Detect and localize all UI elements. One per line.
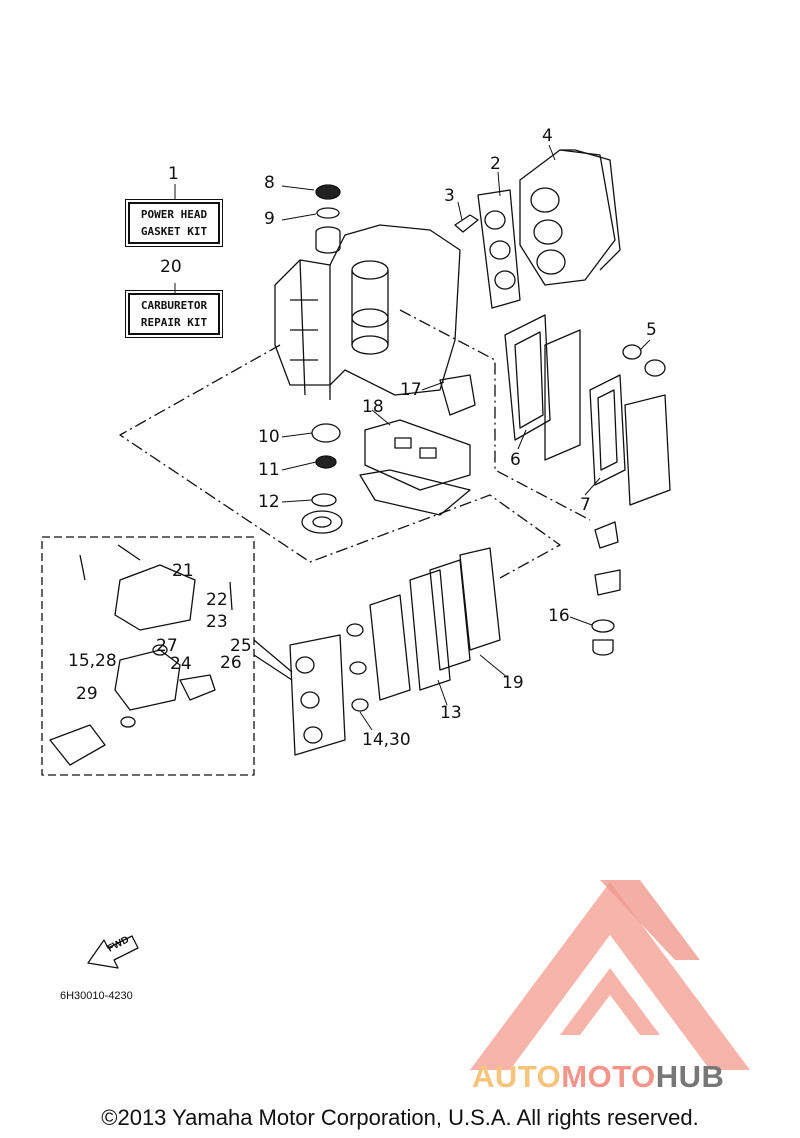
oil-seal-11 bbox=[315, 455, 337, 469]
guide-lines bbox=[119, 309, 591, 579]
callout-leaders bbox=[174, 144, 651, 731]
kit-number-power-head: 1 bbox=[168, 164, 179, 184]
callout-7: 7 bbox=[580, 495, 591, 515]
callout-29: 29 bbox=[76, 684, 98, 704]
intake-manifold bbox=[289, 634, 346, 756]
automotohub-logo-icon bbox=[470, 880, 750, 1070]
bottom-seal-inner bbox=[312, 516, 332, 528]
power-head-gasket-kit-label: POWER HEAD GASKET KIT bbox=[125, 199, 223, 247]
callout-25: 25 bbox=[230, 636, 252, 656]
callout-13: 13 bbox=[440, 703, 462, 723]
callout-12: 12 bbox=[258, 492, 280, 512]
callout-23: 23 bbox=[206, 612, 228, 632]
cover-17 bbox=[439, 374, 476, 416]
carburetor-line1: CARBURETOR bbox=[140, 299, 208, 312]
power-head-line2: GASKET KIT bbox=[140, 225, 208, 238]
cylinder-block bbox=[274, 224, 461, 400]
callout-22: 22 bbox=[206, 590, 228, 610]
carb-leader-2 bbox=[253, 654, 293, 681]
thermostat-5 bbox=[622, 344, 666, 377]
callout-3: 3 bbox=[444, 186, 455, 206]
fwd-arrow-icon bbox=[87, 935, 139, 969]
bearing-10 bbox=[311, 423, 341, 443]
carburetor-line2: REPAIR KIT bbox=[140, 316, 208, 329]
callout-8: 8 bbox=[264, 173, 275, 193]
diagram-part-code: 6H30010-4230 bbox=[60, 990, 133, 1002]
callout-27: 27 bbox=[156, 636, 178, 656]
callout-4: 4 bbox=[542, 126, 553, 146]
brand-part-2: MOTO bbox=[561, 1059, 656, 1094]
cylinder-head-4 bbox=[519, 149, 621, 286]
callout-24: 24 bbox=[170, 654, 192, 674]
callout-19: 19 bbox=[502, 673, 524, 693]
gasket-18 bbox=[359, 419, 471, 516]
carburetor-body bbox=[49, 544, 233, 766]
callout-11: 11 bbox=[258, 460, 280, 480]
callout-9: 9 bbox=[264, 209, 275, 229]
gasket-7 bbox=[589, 374, 671, 506]
o-ring-9 bbox=[316, 207, 340, 219]
head-gasket-2 bbox=[477, 189, 521, 309]
callout-14-30: 14,30 bbox=[362, 730, 411, 750]
carburetor-repair-kit-label: CARBURETOR REPAIR KIT bbox=[125, 290, 223, 338]
bottom-seal bbox=[301, 510, 343, 534]
carburetor-boundary bbox=[41, 536, 255, 776]
bolt-3 bbox=[454, 214, 479, 233]
o-ring-12 bbox=[311, 493, 337, 507]
callout-17: 17 bbox=[400, 380, 422, 400]
gasket-14 bbox=[346, 623, 369, 712]
callout-26: 26 bbox=[220, 653, 242, 673]
callout-21: 21 bbox=[172, 561, 194, 581]
callout-2: 2 bbox=[490, 154, 501, 174]
callout-15-28: 15,28 bbox=[68, 651, 117, 671]
carb-leader bbox=[253, 639, 293, 673]
brand-part-1: AUTO bbox=[472, 1059, 562, 1094]
callout-18: 18 bbox=[362, 397, 384, 417]
callout-5: 5 bbox=[646, 320, 657, 340]
callout-16: 16 bbox=[548, 606, 570, 626]
copyright-notice: ©2013 Yamaha Motor Corporation, U.S.A. A… bbox=[101, 1105, 699, 1130]
kit-number-carburetor: 20 bbox=[160, 257, 182, 277]
water-tube-16 bbox=[591, 521, 621, 656]
callout-10: 10 bbox=[258, 427, 280, 447]
reed-valve-19 bbox=[429, 547, 501, 671]
bearing-top bbox=[315, 226, 341, 254]
power-head-line1: POWER HEAD bbox=[140, 208, 208, 221]
brand-part-3: HUB bbox=[655, 1059, 725, 1094]
oil-seal-8 bbox=[315, 184, 341, 200]
automotohub-wordmark: AUTOMOTOHUB bbox=[472, 1059, 724, 1095]
callout-6: 6 bbox=[510, 450, 521, 470]
exhaust-gasket-6 bbox=[504, 314, 581, 461]
